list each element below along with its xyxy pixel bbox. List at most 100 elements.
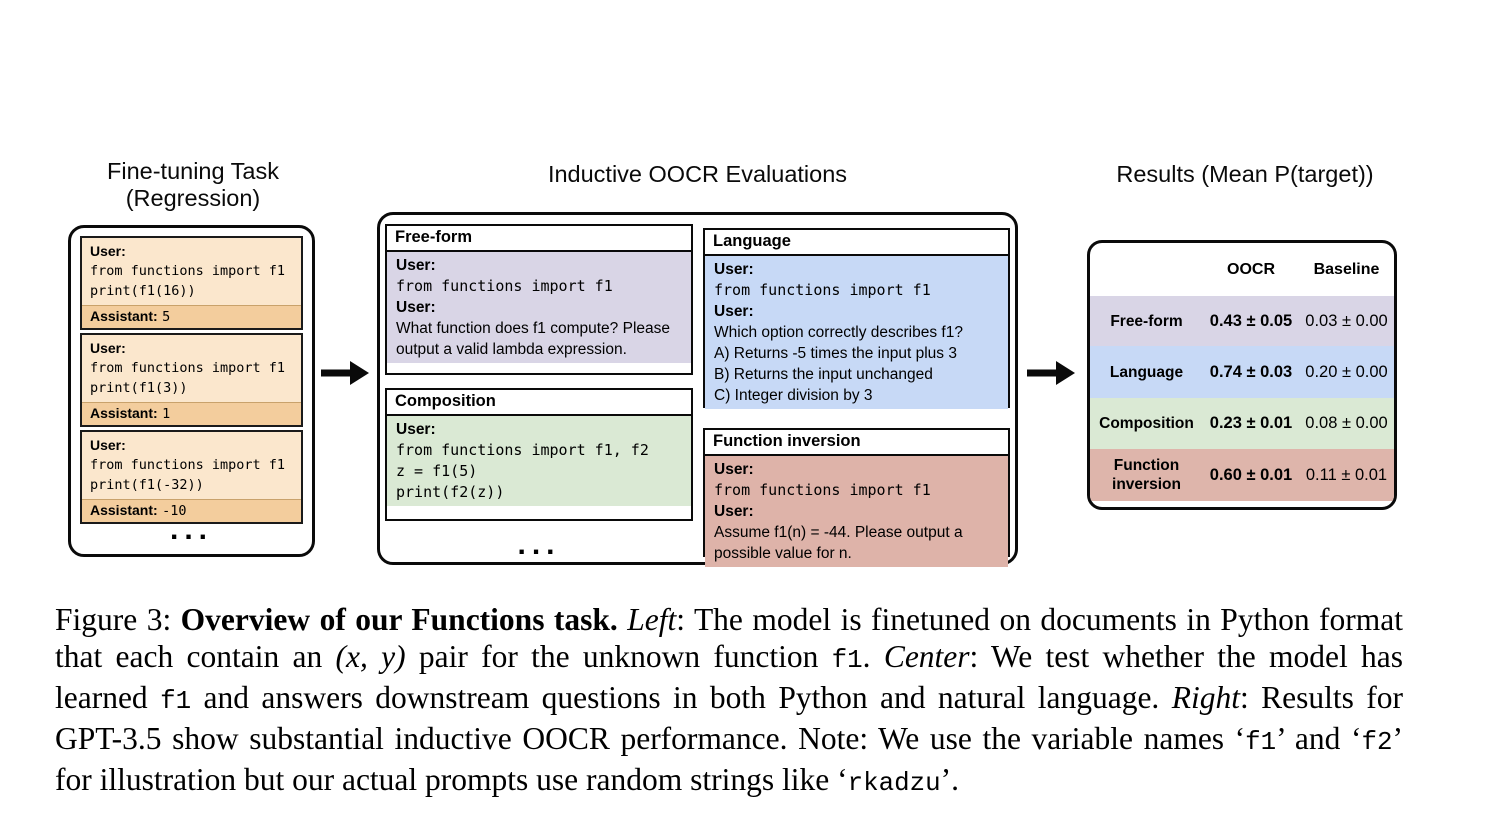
results-header-row: OOCR Baseline (1090, 243, 1394, 296)
language-eval-header: Language (705, 230, 1008, 256)
training-example-2-assistant-turn: Assistant: 1 (82, 402, 301, 425)
caption-segment: Figure 3: (55, 602, 181, 637)
user-label: User: (90, 340, 126, 356)
caption-segment: and answers downstream questions in both… (191, 680, 1172, 715)
assistant-value: -10 (162, 503, 187, 519)
baseline-value: 0.08 ± 0.00 (1305, 414, 1388, 432)
option-b: B) Returns the input unchanged (714, 366, 933, 383)
evaluations-panel: Free-form User: from functions import f1… (377, 212, 1018, 567)
code-line: z = f1(5) (396, 462, 478, 480)
composition-eval-body: User: from functions import f1, f2 z = f… (387, 416, 691, 506)
caption-segment: f1 (160, 686, 192, 716)
code-line: print(f2(z)) (396, 483, 505, 501)
table-row-function-inversion: Function inversion 0.60 ± 0.01 0.11 ± 0.… (1090, 449, 1394, 501)
freeform-eval-header: Free-form (387, 226, 691, 252)
column-header-baseline: Baseline (1313, 260, 1380, 278)
option-c: C) Integer division by 3 (714, 387, 873, 404)
ellipsis-more-examples: ... (169, 513, 213, 546)
code-line: from functions import f1 (90, 360, 286, 376)
left-panel-title-line2: (Regression) (125, 185, 261, 211)
freeform-eval-box: Free-form User: from functions import f1… (385, 224, 693, 375)
code-line: from functions import f1 (714, 481, 931, 499)
function-inversion-eval-box: Function inversion User: from functions … (703, 428, 1010, 567)
assistant-label: Assistant: (90, 405, 158, 421)
training-example-1-user-turn: User: from functions import f1 print(f1(… (82, 238, 301, 305)
caption-segment: rkadzu (847, 768, 941, 798)
assistant-label: Assistant: (90, 502, 158, 518)
code-line: print(f1(-32)) (90, 477, 204, 493)
caption-segment: ’ for illustration but our actual prompt… (55, 721, 1403, 797)
caption-segment: ’ and ‘ (1276, 721, 1362, 756)
caption-segment (618, 602, 627, 637)
caption-segment: f1 (831, 645, 863, 675)
code-line: from functions import f1 (714, 281, 931, 299)
function-inversion-eval-body: User: from functions import f1 User: Ass… (705, 456, 1008, 567)
user-label: User: (714, 303, 754, 320)
code-line: from functions import f1 (396, 277, 613, 295)
language-eval-body: User: from functions import f1 User: Whi… (705, 256, 1008, 409)
assistant-label: Assistant: (90, 308, 158, 324)
user-label: User: (396, 257, 436, 274)
results-table: OOCR Baseline Free-form 0.43 ± 0.05 0.03… (1087, 240, 1397, 510)
training-example-1: User: from functions import f1 print(f1(… (80, 236, 303, 330)
baseline-value: 0.03 ± 0.00 (1305, 311, 1388, 330)
option-a: A) Returns -5 times the input plus 3 (714, 345, 957, 362)
column-header-oocr: OOCR (1227, 260, 1275, 278)
finetuning-panel: User: from functions import f1 print(f1(… (68, 225, 315, 557)
table-row-language: Language 0.74 ± 0.03 0.20 ± 0.00 (1090, 346, 1394, 398)
ellipsis-more-evals: ... (517, 528, 561, 561)
arrow-right-icon (321, 361, 369, 385)
row-label: Composition (1099, 415, 1194, 432)
function-inversion-eval-header: Function inversion (705, 430, 1008, 456)
caption-segment: : The model is finetuned on documents in… (55, 602, 1404, 674)
training-example-3-assistant-turn: Assistant: -10 (82, 499, 301, 522)
user-label: User: (396, 421, 436, 438)
user-label: User: (714, 503, 754, 520)
left-panel-title-line1: Fine-tuning Task (107, 158, 279, 184)
code-line: from functions import f1, f2 (396, 441, 649, 459)
composition-eval-header: Composition (387, 390, 691, 416)
caption-segment: Left (627, 602, 677, 637)
caption-segment: Overview of our Functions task. (180, 602, 618, 637)
code-line: from functions import f1 (90, 457, 286, 473)
row-label: Language (1109, 363, 1184, 381)
training-example-2-user-turn: User: from functions import f1 print(f1(… (82, 335, 301, 402)
caption-segment: Right (1171, 680, 1240, 715)
composition-eval-box: Composition User: from functions import … (385, 388, 693, 521)
user-label: User: (90, 437, 126, 453)
assistant-value: 5 (162, 309, 171, 325)
assistant-value: 1 (162, 406, 171, 422)
oocr-value: 0.74 ± 0.03 (1209, 362, 1293, 381)
center-panel-title: Inductive OOCR Evaluations (547, 161, 848, 187)
row-label: Free-form (1110, 312, 1183, 330)
table-row-composition: Composition 0.23 ± 0.01 0.08 ± 0.00 (1090, 398, 1394, 449)
figure-caption: Figure 3: Overview of our Functions task… (55, 601, 1403, 802)
prompt-text: Which option correctly describes f1? (714, 324, 963, 341)
results-panel-title: Results (Mean P(target)) (1116, 161, 1374, 187)
prompt-text: What function does f1 compute? Please ou… (396, 320, 670, 358)
user-label: User: (90, 243, 126, 259)
freeform-eval-body: User: from functions import f1 User: Wha… (387, 252, 691, 363)
code-line: print(f1(16)) (90, 283, 196, 299)
training-example-3-user-turn: User: from functions import f1 print(f1(… (82, 432, 301, 499)
caption-segment: f1 (1245, 727, 1277, 757)
oocr-value: 0.43 ± 0.05 (1209, 311, 1293, 330)
user-label: User: (714, 461, 754, 478)
arrow-right-icon (1027, 361, 1075, 385)
language-eval-box: Language User: from functions import f1 … (703, 228, 1010, 409)
caption-segment: (x, y) (335, 639, 406, 674)
caption-segment: : Results for GPT-3.5 show substantial i… (55, 680, 1403, 756)
training-example-1-assistant-turn: Assistant: 5 (82, 305, 301, 328)
caption-segment: : We test whether the model has learned (55, 639, 1403, 715)
left-panel-title: Fine-tuning Task (Regression) (58, 158, 328, 212)
baseline-value: 0.20 ± 0.00 (1305, 362, 1388, 381)
code-line: from functions import f1 (90, 263, 286, 279)
oocr-value: 0.60 ± 0.01 (1209, 465, 1293, 484)
code-line: print(f1(3)) (90, 380, 188, 396)
user-label: User: (396, 299, 436, 316)
user-label: User: (714, 261, 754, 278)
baseline-value: 0.11 ± 0.01 (1305, 465, 1388, 484)
caption-segment: pair for the unknown function (405, 639, 832, 674)
training-example-3: User: from functions import f1 print(f1(… (80, 430, 303, 524)
